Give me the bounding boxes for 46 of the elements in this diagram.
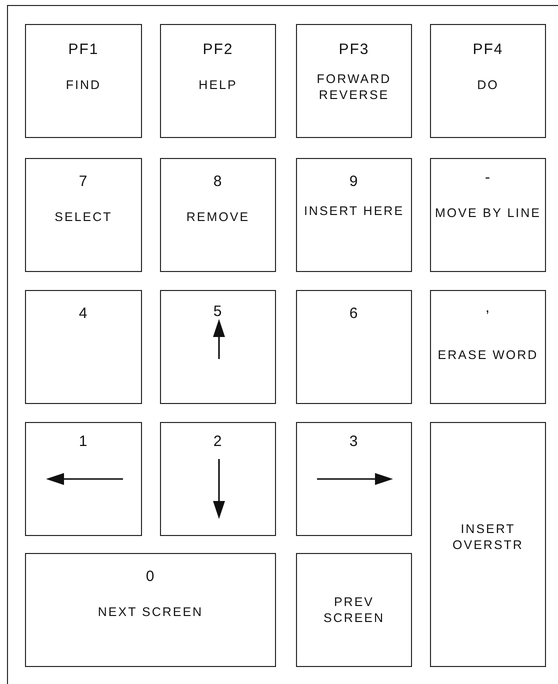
key-label: NEXT SCREEN	[96, 604, 204, 620]
keypad-key	[296, 158, 412, 272]
keypad-key	[25, 290, 142, 404]
key-label: FIND	[64, 77, 102, 93]
keypad-key	[25, 24, 142, 138]
keypad-key	[160, 158, 276, 272]
key-label: SELECT	[54, 209, 114, 225]
key-number: 6	[348, 305, 360, 323]
key-number: 9	[348, 173, 360, 191]
keypad-key	[160, 290, 276, 404]
keypad-key	[160, 24, 276, 138]
keypad-key	[430, 158, 546, 272]
keypad-key	[160, 422, 276, 536]
key-number: 0	[144, 568, 156, 586]
key-number: 2	[212, 433, 224, 451]
keypad-key	[25, 422, 142, 536]
key-label: DO	[476, 77, 500, 93]
keypad-key	[430, 24, 546, 138]
key-label: FORWARD REVERSE	[316, 71, 392, 103]
keypad-key	[296, 422, 412, 536]
key-number: PF2	[202, 41, 234, 59]
key-label: INSERT OVERSTR	[452, 521, 524, 553]
key-number: 4	[78, 305, 90, 323]
keypad-key	[296, 24, 412, 138]
keypad-key	[430, 422, 546, 667]
keypad-key	[296, 553, 412, 667]
key-label: PREV SCREEN	[322, 594, 386, 626]
key-label: REMOVE	[185, 209, 251, 225]
key-number: 7	[78, 173, 90, 191]
key-number: 3	[348, 433, 360, 451]
key-number: 1	[78, 433, 90, 451]
key-label: INSERT HERE	[302, 203, 406, 219]
keypad-key	[25, 553, 276, 667]
keypad-key	[25, 158, 142, 272]
key-number: -	[484, 169, 492, 187]
key-label: HELP	[198, 77, 238, 93]
key-number: 8	[212, 173, 224, 191]
keypad-key	[430, 290, 546, 404]
key-label: ERASE WORD	[436, 347, 540, 363]
key-number: PF3	[338, 41, 370, 59]
key-number: 5	[212, 303, 224, 321]
keypad-key	[296, 290, 412, 404]
key-label: MOVE BY LINE	[434, 205, 542, 221]
key-number: PF4	[472, 41, 504, 59]
key-number: ,	[484, 299, 492, 317]
key-number: PF1	[67, 41, 100, 59]
